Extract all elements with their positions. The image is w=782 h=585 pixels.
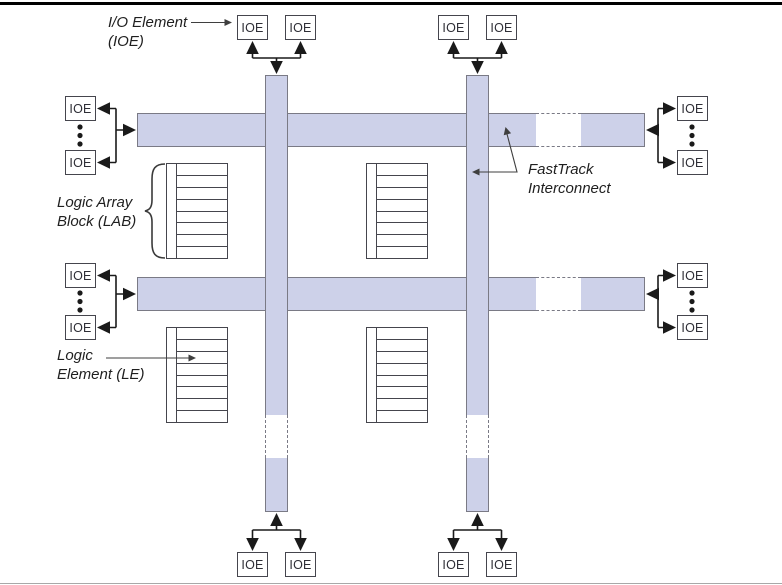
logic-element-row bbox=[377, 235, 427, 248]
logic-element-row bbox=[177, 235, 227, 248]
logic-element-row bbox=[177, 176, 227, 188]
lab-block-4 bbox=[366, 327, 428, 423]
logic-element-row bbox=[177, 212, 227, 224]
logic-element-row bbox=[377, 223, 427, 236]
io-element-label: I/O Element (IOE) bbox=[108, 13, 187, 51]
left-row-connector-2 bbox=[97, 269, 136, 334]
logic-element-row bbox=[377, 176, 427, 188]
logic-element-row bbox=[177, 247, 227, 258]
logic-element-label: Logic Element (LE) bbox=[57, 346, 145, 384]
fasttrack-label-line1: FastTrack bbox=[528, 161, 594, 178]
column-band-break-2 bbox=[466, 415, 489, 458]
fasttrack-label-line2: Interconnect bbox=[528, 180, 611, 197]
top-rule bbox=[0, 2, 782, 5]
ioe-box-left-1a: IOE bbox=[65, 96, 96, 121]
lab-strip bbox=[167, 164, 177, 258]
logic-element-row bbox=[377, 188, 427, 200]
logic-element-row bbox=[177, 164, 227, 176]
logic-element-row bbox=[377, 399, 427, 412]
logic-element-row bbox=[177, 188, 227, 200]
bottom-rule bbox=[0, 583, 782, 584]
logic-element-row bbox=[377, 376, 427, 388]
lab-label-line1: Logic Array bbox=[57, 194, 133, 211]
lab-rows bbox=[177, 164, 227, 258]
logic-element-row bbox=[177, 399, 227, 412]
logic-element-row bbox=[377, 164, 427, 176]
logic-element-row bbox=[377, 200, 427, 212]
lab-brace bbox=[144, 163, 166, 259]
ioe-box-right-1a: IOE bbox=[677, 96, 708, 121]
logic-element-row bbox=[177, 352, 227, 364]
lab-label-line2: Block (LAB) bbox=[57, 213, 137, 230]
lab-rows bbox=[377, 328, 427, 422]
ioe-box-left-2a: IOE bbox=[65, 263, 96, 288]
ioe-box-top-1a: IOE bbox=[237, 15, 268, 40]
lab-strip bbox=[367, 328, 377, 422]
logic-array-block-label: Logic Array Block (LAB) bbox=[57, 193, 136, 231]
bottom-column-connector-2 bbox=[447, 513, 508, 551]
io-element-label-line2: (IOE) bbox=[108, 33, 144, 50]
logic-element-row bbox=[177, 411, 227, 422]
ioe-box-right-1b: IOE bbox=[677, 150, 708, 175]
column-band-break-1 bbox=[265, 415, 288, 458]
right-ioe-ellipsis-2 bbox=[689, 290, 695, 313]
lab-block-1 bbox=[166, 163, 228, 259]
lab-block-2 bbox=[366, 163, 428, 259]
left-row-connector-1 bbox=[97, 102, 136, 169]
logic-element-row bbox=[177, 387, 227, 400]
io-element-label-line1: I/O Element bbox=[108, 14, 188, 31]
right-ioe-ellipsis-1 bbox=[689, 124, 695, 147]
logic-element-row bbox=[377, 340, 427, 352]
logic-element-row bbox=[177, 340, 227, 352]
lab-rows bbox=[177, 328, 227, 422]
logic-element-row bbox=[177, 200, 227, 212]
lab-block-3 bbox=[166, 327, 228, 423]
ioe-box-bottom-2a: IOE bbox=[438, 552, 469, 577]
left-ioe-ellipsis-2 bbox=[77, 290, 83, 313]
logic-element-row bbox=[377, 387, 427, 400]
fasttrack-column-band-1 bbox=[265, 75, 288, 512]
logic-element-row bbox=[377, 364, 427, 376]
ioe-box-right-2b: IOE bbox=[677, 315, 708, 340]
left-ioe-ellipsis-1 bbox=[77, 124, 83, 147]
ioe-box-left-2b: IOE bbox=[65, 315, 96, 340]
logic-element-row bbox=[377, 328, 427, 340]
lab-strip bbox=[367, 164, 377, 258]
io-element-pointer-arrow bbox=[191, 19, 232, 26]
fasttrack-interconnect-label: FastTrack Interconnect bbox=[528, 160, 611, 198]
logic-element-row bbox=[177, 328, 227, 340]
right-row-connector-2 bbox=[646, 269, 676, 334]
ioe-box-bottom-1b: IOE bbox=[285, 552, 316, 577]
ioe-box-top-2a: IOE bbox=[438, 15, 469, 40]
top-column-connector-1 bbox=[246, 41, 307, 74]
logic-element-row bbox=[177, 376, 227, 388]
ioe-box-right-2a: IOE bbox=[677, 263, 708, 288]
logic-element-row bbox=[377, 352, 427, 364]
logic-element-row bbox=[177, 364, 227, 376]
top-column-connector-2 bbox=[447, 41, 508, 74]
ioe-box-top-1b: IOE bbox=[285, 15, 316, 40]
logic-element-row bbox=[377, 212, 427, 224]
bottom-column-connector-1 bbox=[246, 513, 307, 551]
row-band-break-2 bbox=[536, 277, 581, 311]
logic-element-row bbox=[377, 247, 427, 258]
ioe-box-bottom-2b: IOE bbox=[486, 552, 517, 577]
ioe-box-bottom-1a: IOE bbox=[237, 552, 268, 577]
le-label-line1: Logic bbox=[57, 347, 93, 364]
le-label-line2: Element (LE) bbox=[57, 366, 145, 383]
lab-rows bbox=[377, 164, 427, 258]
logic-element-row bbox=[377, 411, 427, 422]
ioe-box-top-2b: IOE bbox=[486, 15, 517, 40]
row-band-break-1 bbox=[536, 113, 581, 147]
right-row-connector-1 bbox=[646, 102, 676, 169]
fasttrack-column-band-2 bbox=[466, 75, 489, 512]
lab-strip bbox=[167, 328, 177, 422]
logic-element-row bbox=[177, 223, 227, 236]
ioe-box-left-1b: IOE bbox=[65, 150, 96, 175]
